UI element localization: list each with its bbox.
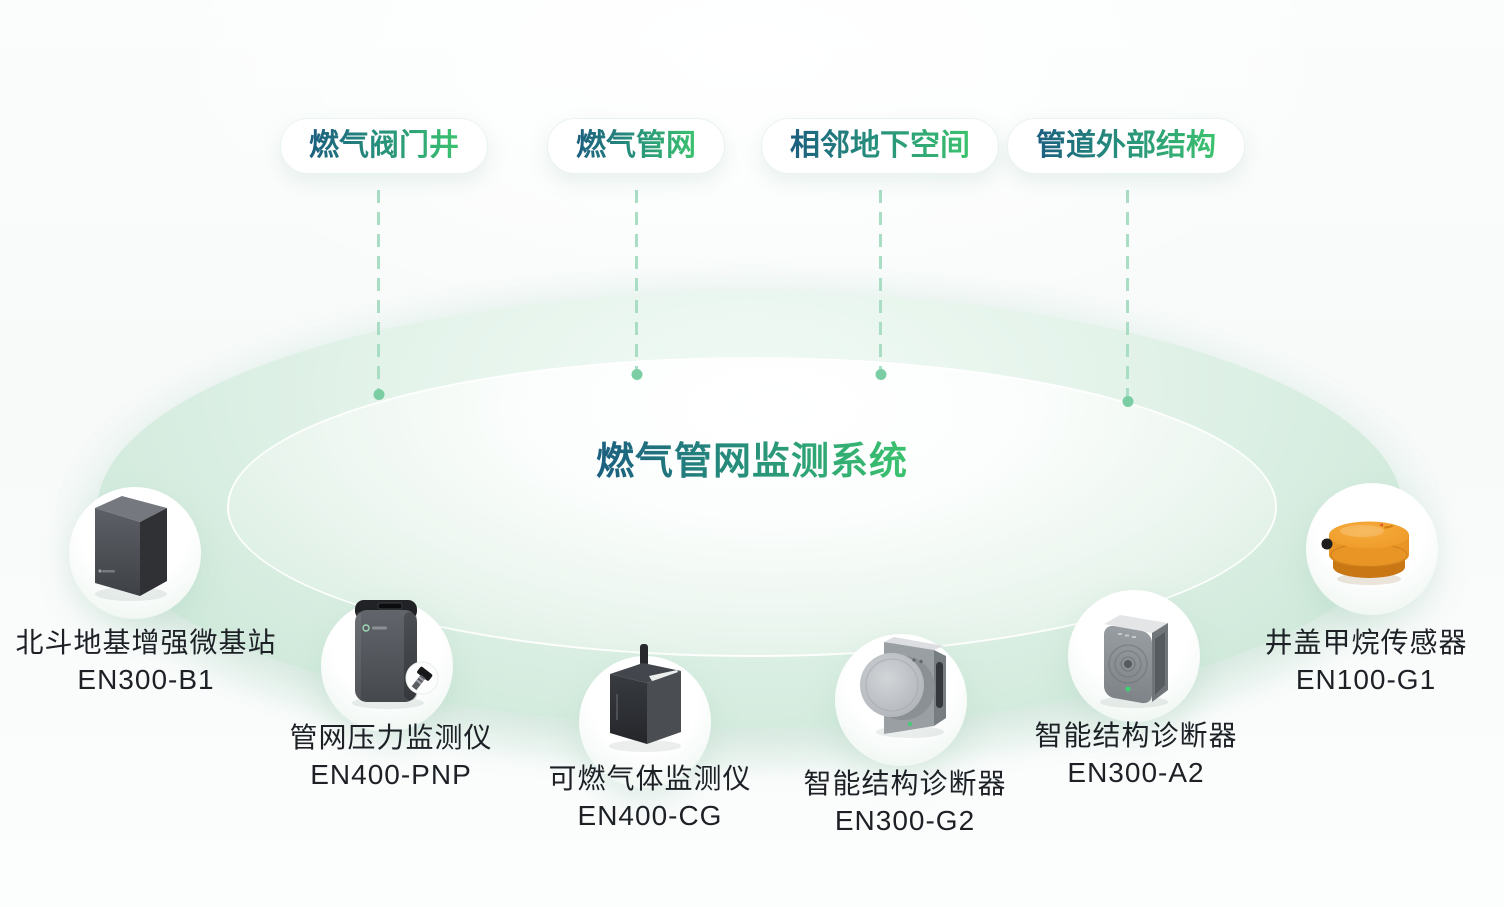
device-label-3: 可燃气体监测仪 EN400-CG (548, 760, 751, 834)
connector-line-3 (875, 190, 886, 380)
connector-dot-2 (631, 369, 642, 380)
device-name: 智能结构诊断器 (803, 768, 1007, 799)
structure-diagnostic-a2-icon (1100, 615, 1168, 708)
device-label-2: 管网压力监测仪 EN400-PNP (289, 719, 492, 793)
category-pill-label: 燃气阀门井 (309, 129, 459, 162)
device-model: EN400-CG (577, 800, 723, 831)
connector-line-2 (631, 190, 642, 380)
device-label-4: 智能结构诊断器 EN300-G2 (803, 765, 1006, 839)
pressure-monitor-icon (352, 600, 439, 709)
device-name: 智能结构诊断器 (1034, 720, 1238, 751)
device-model: EN300-G2 (834, 805, 976, 836)
device-label-5: 智能结构诊断器 EN300-A2 (1034, 717, 1237, 791)
device-model: EN300-A2 (1067, 757, 1205, 788)
device-name: 管网压力监测仪 (289, 722, 493, 753)
category-pill-underground-space: 相邻地下空间 (761, 118, 999, 174)
connector-dot-1 (373, 389, 384, 400)
device-model: EN400-PNP (310, 759, 472, 790)
category-pill-valve-well: 燃气阀门井 (280, 118, 488, 174)
category-pill-gas-network: 燃气管网 (547, 118, 725, 174)
device-label-6: 井盖甲烷传感器 EN100-G1 (1264, 624, 1467, 698)
category-pill-pipeline-structure: 管道外部结构 (1007, 118, 1245, 174)
device-name: 井盖甲烷传感器 (1264, 627, 1468, 658)
gas-detector-icon (609, 644, 681, 752)
device-name: 可燃气体监测仪 (548, 763, 752, 794)
category-pill-label: 相邻地下空间 (790, 129, 970, 162)
connector-line-4 (1122, 190, 1133, 407)
device-label-1: 北斗地基增强微基站 EN300-B1 (15, 624, 276, 698)
device-name: 北斗地基增强微基站 (15, 627, 277, 658)
device-model: EN100-G1 (1295, 664, 1437, 695)
structure-diagnostic-g2-icon (860, 637, 946, 738)
manhole-methane-sensor-icon (1321, 521, 1409, 585)
connector-dot-3 (875, 369, 886, 380)
connector-dot-4 (1122, 396, 1133, 407)
device-model: EN300-B1 (77, 664, 215, 695)
system-title: 燃气管网监测系统 (596, 430, 908, 485)
category-pill-label: 燃气管网 (576, 129, 696, 162)
connector-line-1 (373, 190, 384, 400)
base-station-icon (95, 496, 167, 601)
category-pill-label: 管道外部结构 (1036, 129, 1216, 162)
